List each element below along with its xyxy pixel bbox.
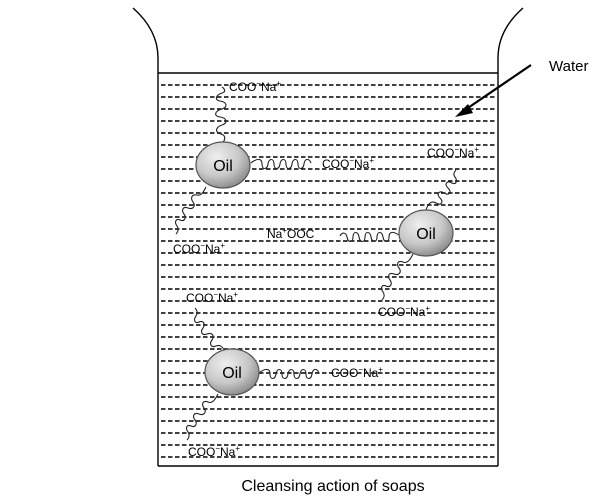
coo-na-label-4: COO−Na+ xyxy=(173,241,225,256)
tail-2-left xyxy=(339,231,401,243)
tail-1-down xyxy=(175,186,207,235)
coo-na-label-2: COO−Na+ xyxy=(322,156,374,171)
beaker-left-wall xyxy=(132,7,159,466)
oil-droplet-3: Oil xyxy=(204,348,260,396)
coo-na-label-6: COO−Na+ xyxy=(186,290,238,305)
ion-labels: COO−Na+ COO−Na+ COO−Na+ COO−Na+ Na+OOC C… xyxy=(173,79,479,459)
coo-na-label-8: COO−Na+ xyxy=(188,444,240,459)
tail-1-up xyxy=(215,86,227,147)
oil-droplet-1: Oil xyxy=(195,141,251,189)
water-dashed-lines xyxy=(161,84,496,458)
oil-label: Oil xyxy=(222,365,242,382)
oil-label: Oil xyxy=(213,158,233,175)
coo-na-label-5: COO−Na+ xyxy=(378,304,430,319)
coo-na-label-1: COO−Na+ xyxy=(229,79,281,94)
oil-droplet-2: Oil xyxy=(398,209,454,257)
tail-3-down xyxy=(186,393,219,441)
water-label: Water xyxy=(549,58,588,75)
beaker xyxy=(132,7,524,467)
water-arrow xyxy=(455,64,532,117)
figure-caption: Cleansing action of soaps xyxy=(241,478,424,495)
coo-na-label-3: COO−Na+ xyxy=(427,145,479,160)
tail-3-up xyxy=(194,307,227,354)
coo-na-label-7: COO−Na+ xyxy=(331,365,383,380)
soap-tails xyxy=(175,86,457,441)
oil-label: Oil xyxy=(416,226,436,243)
tail-2-up xyxy=(425,169,457,211)
tail-3-right xyxy=(258,368,320,380)
tail-2-down xyxy=(381,253,414,301)
tail-1-right xyxy=(250,158,312,170)
na-ooc-label: Na+OOC xyxy=(267,226,315,241)
beaker-right-wall xyxy=(497,7,524,466)
